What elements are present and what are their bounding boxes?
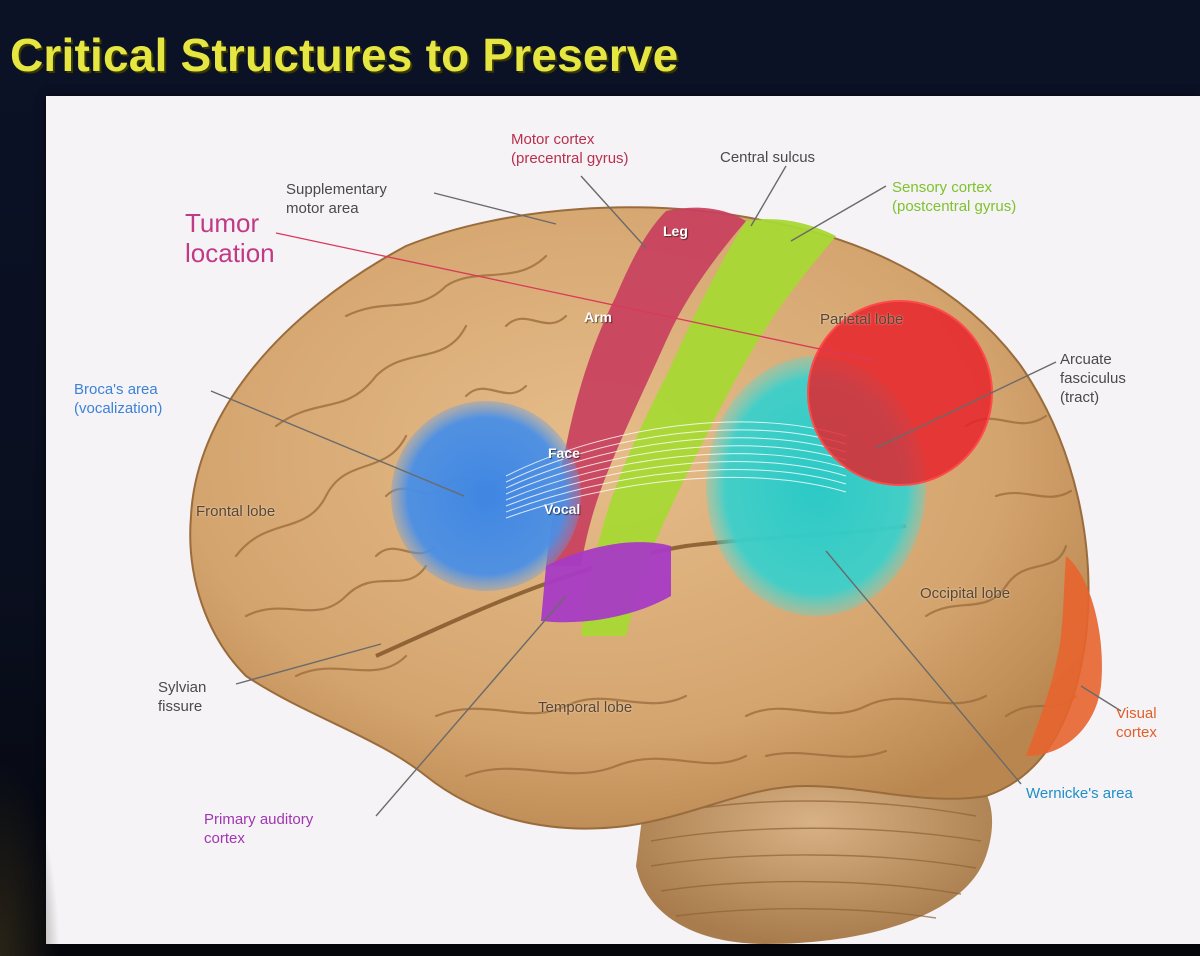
motor-strip bbox=[546, 207, 746, 566]
label-supplementary-motor-area: Supplementary motor area bbox=[286, 181, 387, 217]
label-tumor-location: Tumor location bbox=[185, 208, 275, 268]
auditory-cortex bbox=[541, 542, 671, 623]
label-wernicke-area: Wernicke's area bbox=[1026, 785, 1133, 802]
label-leg: Leg bbox=[663, 223, 688, 239]
label-temporal-lobe: Temporal lobe bbox=[538, 699, 633, 716]
label-vocal: Vocal bbox=[544, 501, 581, 517]
label-broca-area: Broca's area (vocalization) bbox=[74, 381, 163, 417]
label-visual-cortex: Visual cortex bbox=[1116, 705, 1157, 741]
label-occipital-lobe: Occipital lobe bbox=[920, 585, 1011, 602]
slide-title: Critical Structures to Preserve bbox=[10, 29, 679, 81]
label-frontal-lobe: Frontal lobe bbox=[196, 503, 276, 520]
sensory-strip bbox=[581, 219, 836, 636]
diagram-panel: Motor cortex (precentral gyrus) Central … bbox=[46, 96, 1200, 944]
tumor-leader-line bbox=[275, 232, 877, 362]
label-motor-cortex: Motor cortex (precentral gyrus) bbox=[511, 131, 629, 167]
label-arm: Arm bbox=[584, 309, 613, 325]
photo-edge-shadow bbox=[0, 760, 60, 956]
label-sensory-cortex: Sensory cortex (postcentral gyrus) bbox=[892, 179, 1017, 215]
label-parietal-lobe: Parietal lobe bbox=[820, 311, 904, 328]
label-arcuate-fasciculus: Arcuate fasciculus (tract) bbox=[1060, 351, 1126, 406]
label-central-sulcus: Central sulcus bbox=[720, 149, 816, 166]
broca-area bbox=[391, 401, 581, 591]
label-sylvian-fissure: Sylvian fissure bbox=[158, 679, 207, 715]
label-face: Face bbox=[548, 445, 580, 461]
arcuate-fasciculus-lines bbox=[505, 421, 847, 519]
label-primary-auditory-cortex: Primary auditory cortex bbox=[204, 811, 314, 847]
brain-illustration bbox=[189, 165, 1122, 944]
visual-cortex bbox=[1026, 556, 1102, 756]
